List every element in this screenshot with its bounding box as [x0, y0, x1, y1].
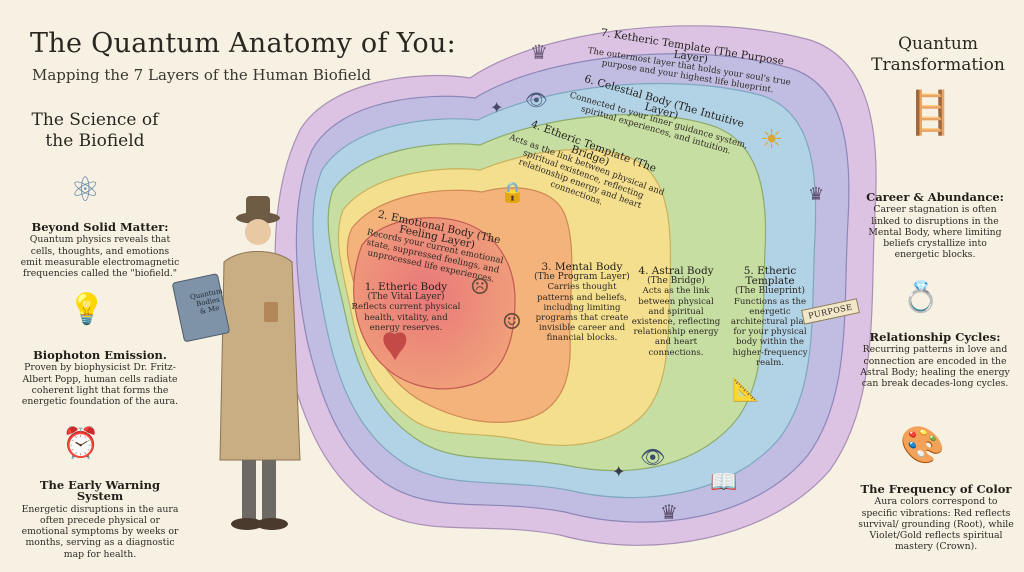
layer-text: Reflects current physical health, vitali… [351, 302, 461, 333]
biophoton-block: Biophoton Emission. Proven by biophysici… [20, 348, 180, 408]
eye-icon: 👁 [525, 90, 548, 111]
page-subtitle: Mapping the 7 Layers of the Human Biofie… [32, 66, 372, 84]
left-heading: The Science of the Biofield [31, 110, 159, 151]
sun-icon: ☀ [760, 125, 784, 155]
layer-3-label: 3. Mental Body (The Program Layer) Carri… [532, 262, 632, 344]
block-title: Beyond Solid Matter: [31, 220, 169, 234]
layer-sub: (The Blueprint) [735, 286, 805, 297]
layer-1-label: 1. Etheric Body (The Vital Layer) Reflec… [350, 282, 462, 333]
block-text: Proven by biophysicist Dr. Fritz-Albert … [21, 362, 179, 408]
beyond-solid-matter-block: Beyond Solid Matter: Quantum physics rev… [20, 220, 180, 280]
smile-face-icon: ☺ [502, 310, 522, 335]
right-heading: Quantum Transformation [871, 34, 1005, 75]
atom-icon: ⚛ [70, 170, 101, 210]
padlock-icon: 🔒 [500, 180, 525, 204]
block-text: Career stagnation is often linked to dis… [868, 204, 1002, 261]
layer-sub: (The Bridge) [647, 276, 705, 287]
crown-icon-3: ♛ [808, 184, 825, 205]
block-title: Career & Abundance: [866, 190, 1004, 204]
career-abundance-block: Career & Abundance: Career stagnation is… [860, 190, 1010, 261]
layer-title: 5. Etheric Template [743, 265, 797, 288]
open-book-icon: 📖 [710, 470, 738, 495]
block-title: Relationship Cycles: [869, 330, 1001, 344]
rings-icon: 💍 [902, 280, 940, 315]
frequency-of-color-block: The Frequency of Color Aura colors corre… [856, 482, 1016, 553]
block-text: Recurring patterns in love and connectio… [860, 344, 1010, 390]
layer-5-label: 5. Etheric Template (The Blueprint) Func… [726, 266, 814, 368]
palette-icon: 🎨 [900, 425, 945, 466]
layer-title: 1. Etheric Body [364, 281, 448, 293]
block-title: Biophoton Emission. [33, 348, 167, 362]
crown-icon: ♛ [530, 40, 548, 64]
page-title: The Quantum Anatomy of You: [30, 28, 457, 59]
heart-drawing [383, 332, 407, 360]
star-icon-2: ✦ [612, 462, 626, 481]
relationship-cycles-block: Relationship Cycles: Recurring patterns … [860, 330, 1010, 390]
lightbulb-icon: 💡 [68, 292, 106, 327]
eye-icon-2: 👁 [640, 445, 666, 469]
layer-title: 4. Astral Body [638, 265, 714, 277]
block-text: Energetic disruptions in the aura often … [21, 503, 179, 560]
early-warning-block: The Early Warning System Energetic disru… [18, 478, 182, 560]
crown-icon-2: ♛ [660, 500, 678, 524]
ladder-icon: 🪜 [904, 88, 957, 137]
layer-text: Carries thought patterns and beliefs, in… [535, 282, 629, 344]
block-text: Aura colors correspond to specific vibra… [858, 496, 1014, 553]
alarm-clock-icon: ⏰ [62, 426, 100, 461]
layer-sub: (The Vital Layer) [367, 292, 445, 303]
detective-figure [172, 196, 301, 530]
block-text: Quantum physics reveals that cells, thou… [20, 234, 180, 280]
layer-text: Acts as the link between physical and sp… [631, 286, 721, 358]
layer-4-label: 4. Astral Body (The Bridge) Acts as the … [630, 266, 722, 358]
layer-sub: (The Program Layer) [534, 272, 630, 283]
sad-face-icon: ☹ [470, 275, 490, 300]
compass-icon: 📐 [732, 378, 760, 403]
layer-text: Functions as the energetic architectural… [730, 296, 810, 368]
block-title: The Early Warning System [39, 478, 161, 504]
layer-title: 3. Mental Body [541, 261, 623, 273]
block-title: The Frequency of Color [860, 482, 1012, 496]
star-icon: ✦ [490, 98, 504, 117]
